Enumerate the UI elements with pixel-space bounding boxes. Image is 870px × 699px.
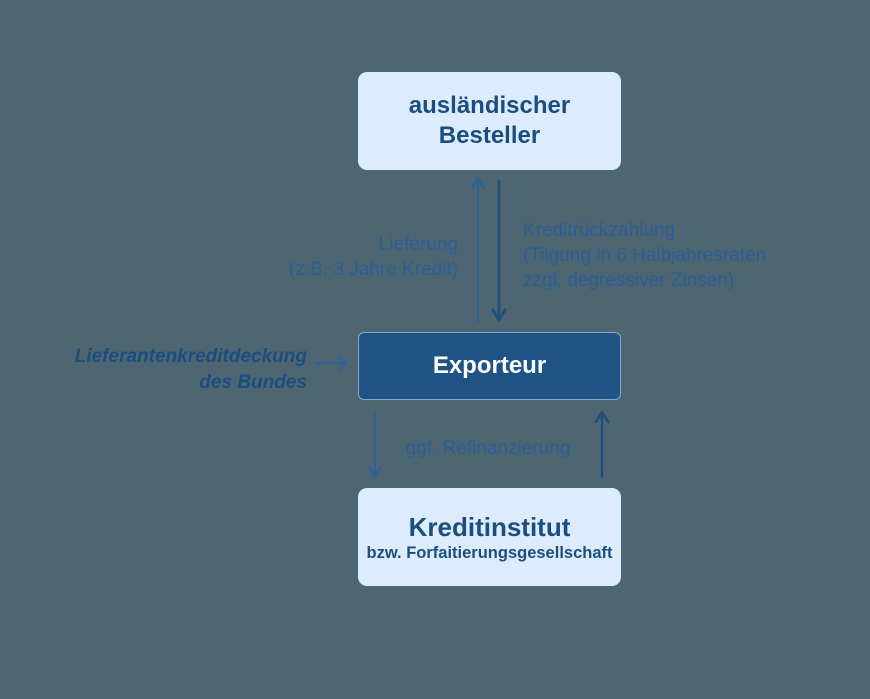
arrow-down-refinanzierung-icon (367, 411, 383, 479)
label-deckung-line1: Lieferantenkreditdeckung (74, 346, 307, 367)
label-lieferung: Lieferung (z.B. 3 Jahre Kredit) (238, 232, 458, 282)
label-kreditrueckzahlung-line3: zzgl. degressiver Zinsen) (523, 270, 735, 291)
besteller-label-line2: Besteller (438, 122, 541, 149)
besteller-label-line1: ausländischer (408, 92, 571, 119)
label-kreditrueckzahlung-line1: Kreditrückzahlung (523, 220, 676, 241)
label-refinanzierung: ggf. Refinanzierung (405, 438, 571, 459)
label-lieferung-line1: Lieferung (378, 234, 458, 255)
label-lieferantenkreditdeckung: Lieferantenkreditdeckung des Bundes (58, 344, 307, 396)
label-kreditrueckzahlung-line2: (Tilgung in 6 Halbjahresraten (523, 245, 767, 266)
arrow-up-lieferung-icon (470, 176, 486, 323)
arrow-up-rueckfluss-icon (594, 410, 610, 479)
label-kreditrueckzahlung: Kreditrückzahlung (Tilgung in 6 Halbjahr… (523, 218, 813, 293)
label-lieferung-line2: (z.B. 3 Jahre Kredit) (289, 259, 458, 280)
kreditinstitut-label-line1: Kreditinstitut (408, 511, 571, 542)
arrow-down-kreditrueckzahlung-icon (491, 179, 507, 322)
node-exporteur: Exporteur (358, 332, 621, 400)
kreditinstitut-label-line2: bzw. Forfaitierungsgesellschaft (366, 543, 613, 562)
label-deckung-line2: des Bundes (199, 372, 307, 393)
node-kreditinstitut: Kreditinstitut bzw. Forfaitierungsgesell… (358, 488, 621, 586)
exporteur-label: Exporteur (432, 352, 547, 379)
arrow-right-deckung-icon (315, 355, 348, 371)
node-auslaendischer-besteller: ausländischer Besteller (358, 72, 621, 170)
